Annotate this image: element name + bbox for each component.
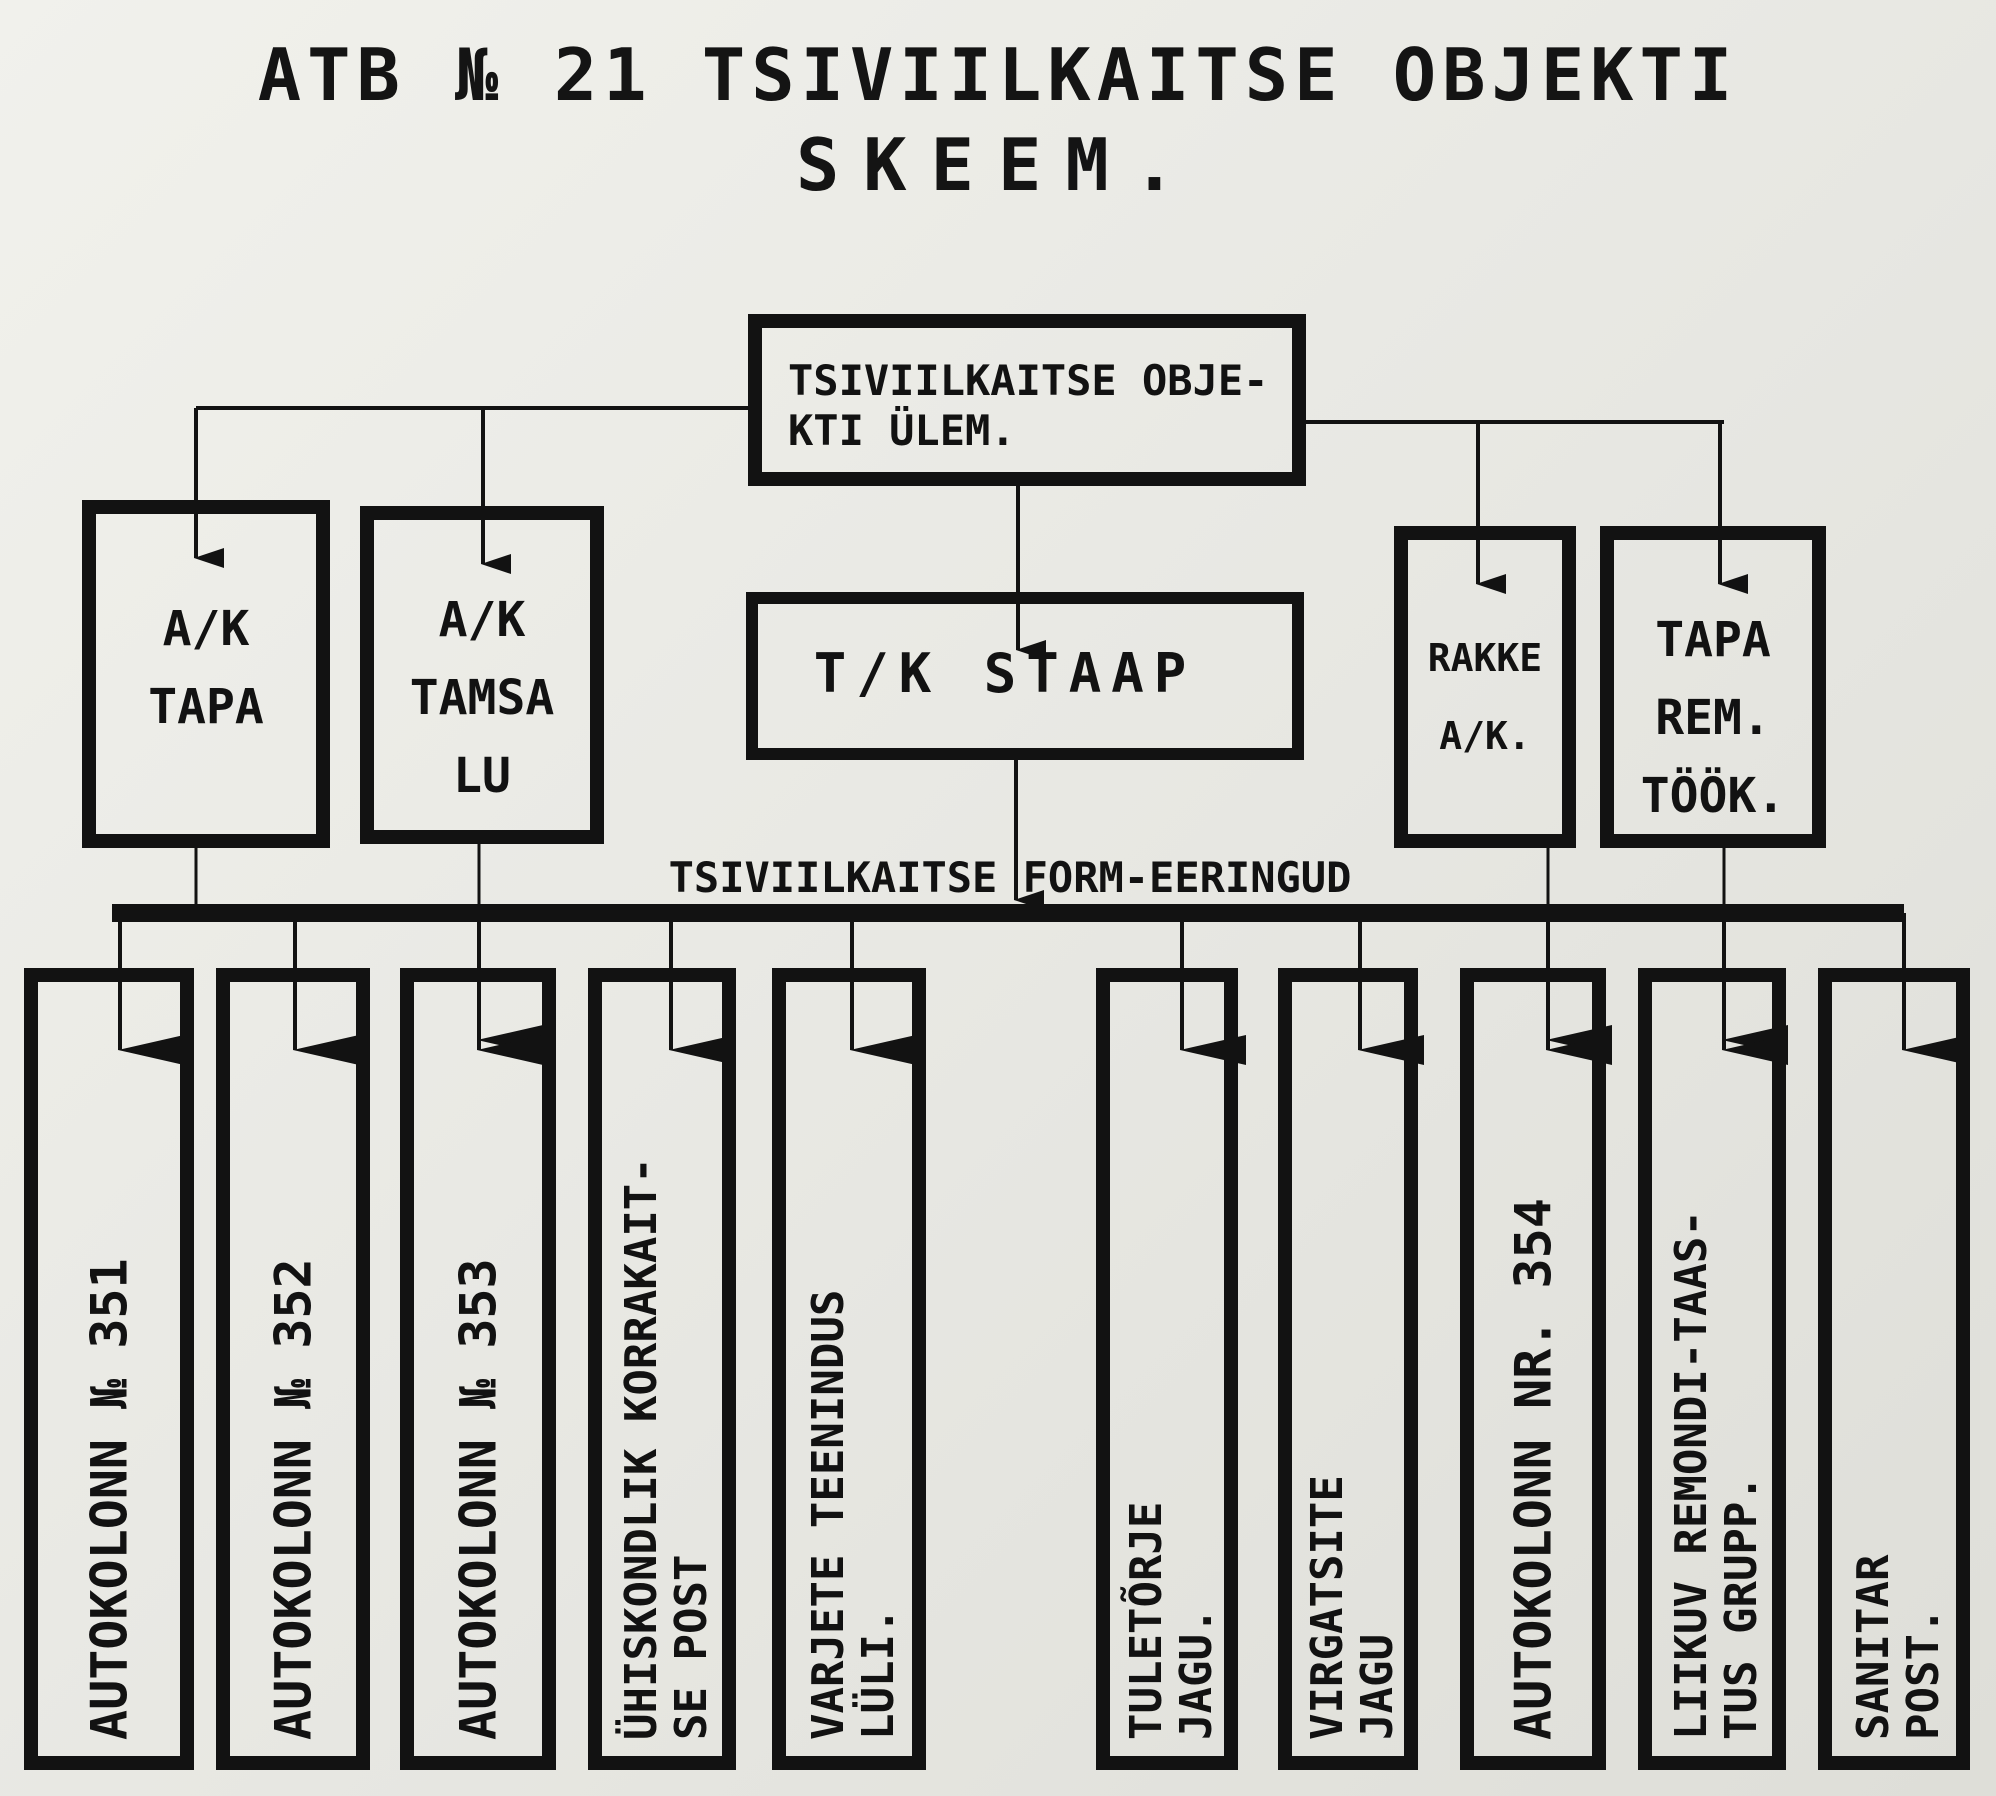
unit-box-rakke-ak (1394, 526, 1576, 848)
title-line-2: SKEEM. (795, 123, 1201, 207)
formation-label-autokolonn-352-1: AUTOKOLONN № 352 (265, 1258, 323, 1740)
top-box-line-2: KTI ÜLEM. (788, 405, 1016, 455)
formation-label-uhiskondlik-korrakaitse-1: ÜHISKONDLIK KORRAKAIT- (614, 1157, 667, 1740)
connectors (112, 406, 1968, 1065)
formation-label-virgatsite-jagu-2: JAGU (1352, 1634, 1403, 1740)
unit-label-tapa-rem-1: TAPA (1655, 612, 1771, 668)
formation-label-autokolonn-351-1: AUTOKOLONN № 351 (81, 1258, 139, 1740)
formation-box-autokolonn-353 (400, 968, 556, 1770)
unit-label-tapa-rem-3: TÖÖK. (1641, 767, 1786, 824)
unit-label-tapa-rem-2: REM. (1655, 690, 1771, 746)
formation-box-autokolonn-354 (1460, 968, 1606, 1770)
formation-box-varjete-teenindus (772, 968, 926, 1770)
formation-label-liikuv-remondi-1: LIIKUV REMONDI-TAAS- (1666, 1210, 1717, 1740)
formation-label-uhiskondlik-korrakaitse-2: SE POST (666, 1555, 717, 1740)
formation-box-autokolonn-352 (216, 968, 370, 1770)
formation-box-uhiskondlik-korrakaitse (588, 968, 736, 1770)
unit-box-ak-tamsalu (360, 506, 604, 844)
diagram-title: ATB № 21 TSIVIILKAITSE OBJEKTI SKEEM. (0, 30, 1996, 210)
formation-label-autokolonn-354-1: AUTOKOLONN NR. 354 (1505, 1198, 1563, 1740)
unit-box-tapa-rem (1600, 526, 1826, 848)
top-box-line-1: TSIVIILKAITSE OBJE- (788, 356, 1268, 405)
formation-label-tuletorje-jagu-2: JAGU. (1171, 1608, 1222, 1740)
formation-label-tuletorje-jagu-1: TULETÕRJE (1119, 1502, 1172, 1740)
unit-label-ak-tapa-2: TAPA (148, 679, 264, 735)
unit-box-ak-tapa (82, 500, 330, 848)
unit-label-ak-tapa-1: A/K (163, 601, 250, 657)
formation-label-liikuv-remondi-2: TUS GRUPP. (1716, 1475, 1767, 1740)
staff-box (746, 592, 1304, 760)
boxes (24, 314, 1970, 1770)
title-line-1: ATB № 21 TSIVIILKAITSE OBJEKTI (257, 33, 1739, 117)
formation-label-varjete-teenindus-1: VARJETE TEENINDUS (803, 1290, 854, 1740)
formation-label-autokolonn-353-1: AUTOKOLONN № 353 (450, 1258, 508, 1740)
labels: TSIVIILKAITSE OBJE-KTI ÜLEM. A/K TAPA A/K TA… (81, 356, 1950, 1740)
formation-label-virgatsite-jagu-1: VIRGATSITE (1302, 1475, 1353, 1740)
formation-label-varjete-teenindus-2: LÜLI. (851, 1608, 904, 1740)
unit-label-ak-tamsalu-2: TAMSA (410, 670, 555, 726)
formation-box-liikuv-remondi (1638, 968, 1786, 1770)
bus-label: TSIVIILKAITSE FORM-EERINGUD (669, 853, 1352, 902)
unit-label-rakke-ak-1: RAKKE (1428, 636, 1542, 680)
unit-label-rakke-ak-2: A/K. (1439, 714, 1531, 758)
formation-label-sanitar-post-2: POST. (1898, 1608, 1949, 1740)
unit-label-ak-tamsalu-1: A/K (439, 592, 526, 648)
formation-box-autokolonn-351 (24, 968, 194, 1770)
formation-label-sanitar-post-1: SANITAR (1848, 1554, 1899, 1740)
formation-box-sanitar-post (1818, 968, 1970, 1770)
staff-box-label: T/K STAAP (814, 642, 1197, 705)
top-box (748, 314, 1306, 486)
unit-label-ak-tamsalu-3: LU (453, 748, 511, 804)
formation-box-virgatsite-jagu (1278, 968, 1418, 1770)
formation-box-tuletorje-jagu (1096, 968, 1238, 1770)
